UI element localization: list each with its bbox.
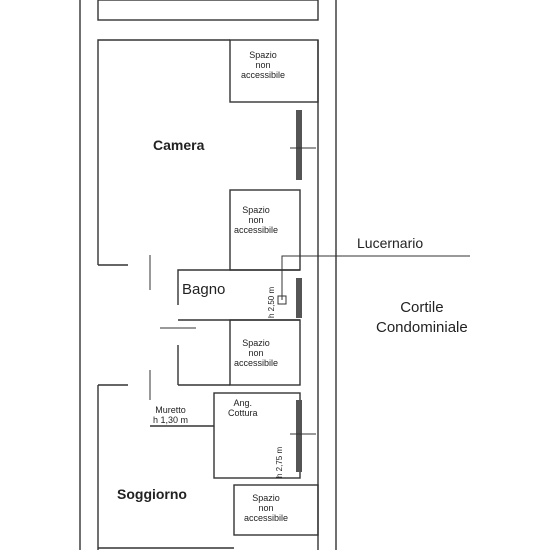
- height-label-cottura: h 2,75 m: [275, 446, 284, 478]
- spazio-bottom-label: Spazio non accessibile: [244, 493, 288, 523]
- top-room-outline: [97, 0, 319, 21]
- height-label-bagno: h 2,50 m: [267, 286, 276, 318]
- room-label-angolo-cottura: Ang. Cottura: [228, 398, 258, 418]
- spazio-upper-mid-label: Spazio non accessibile: [234, 205, 278, 235]
- cortile-label: Cortile Condominiale: [376, 298, 468, 338]
- spazio-line: Spazio: [252, 493, 280, 503]
- spazio-line: Spazio: [249, 50, 277, 60]
- window-bagno: [296, 278, 302, 318]
- spazio-lower-mid-box: [229, 319, 301, 386]
- spazio-line: Spazio: [242, 338, 270, 348]
- spazio-lower-mid-label: Spazio non accessibile: [234, 338, 278, 368]
- spazio-line: Spazio: [242, 205, 270, 215]
- camera-wall: [97, 39, 230, 265]
- room-label-bagno: Bagno: [182, 281, 226, 298]
- window-cottura: [296, 400, 302, 472]
- muretto-label: Muretto h 1,30 m: [153, 405, 188, 425]
- muretto-line-2: h 1,30 m: [153, 415, 189, 425]
- cottura-line-1: Ang.: [233, 398, 253, 408]
- cottura-line-2: Cottura: [228, 408, 258, 418]
- spazio-line: accessibile: [234, 358, 279, 368]
- lucernario-label: Lucernario: [357, 235, 424, 251]
- window-camera: [296, 110, 302, 180]
- spazio-line: accessibile: [244, 513, 289, 523]
- spazio-line: non: [248, 348, 264, 358]
- cortile-line-1: Cortile: [400, 299, 444, 316]
- lucernario-leader: [281, 255, 470, 300]
- cortile-line-2: Condominiale: [376, 319, 468, 336]
- lucernario-mark: [277, 295, 287, 305]
- spazio-line: accessibile: [241, 70, 286, 80]
- muretto-line-1: Muretto: [155, 405, 186, 415]
- spazio-line: accessibile: [234, 225, 279, 235]
- room-label-camera: Camera: [153, 137, 205, 153]
- spazio-line: non: [258, 503, 274, 513]
- spazio-top-label: Spazio non accessibile: [241, 50, 285, 80]
- spazio-line: non: [255, 60, 271, 70]
- bagno-wall: [177, 269, 300, 305]
- room-label-soggiorno: Soggiorno: [117, 486, 187, 502]
- spazio-line: non: [248, 215, 264, 225]
- spazio-bottom-box: [233, 484, 319, 536]
